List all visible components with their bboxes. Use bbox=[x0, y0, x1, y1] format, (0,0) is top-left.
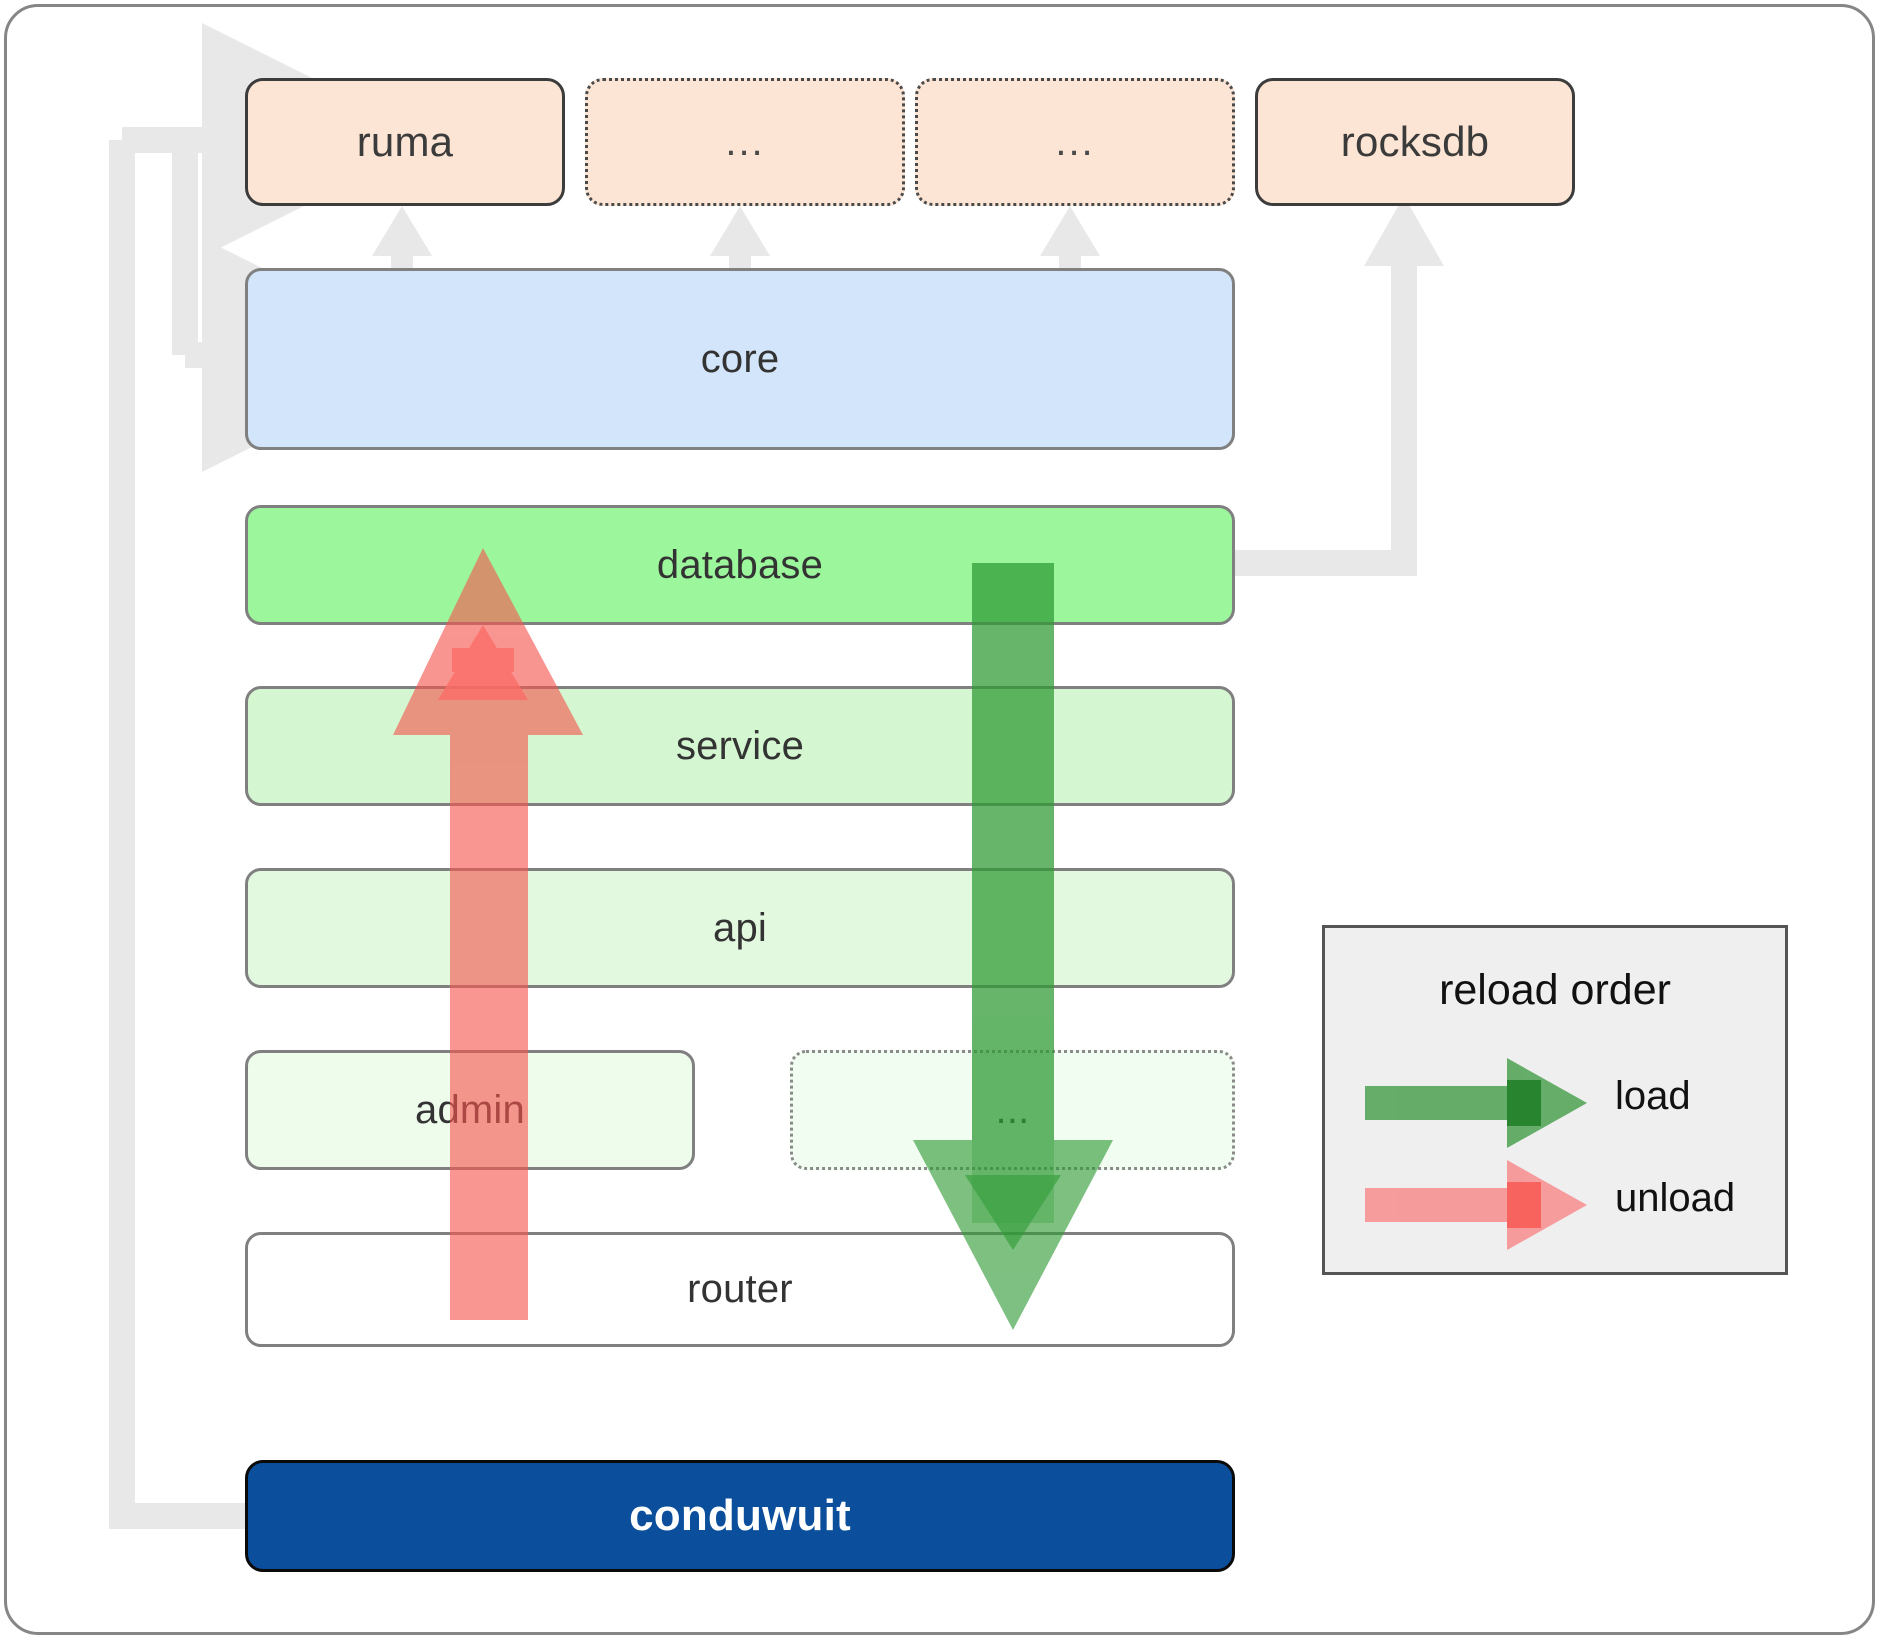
legend-row-load: load bbox=[1365, 1058, 1751, 1148]
legend-unload-label: unload bbox=[1615, 1176, 1736, 1220]
legend-load-label: load bbox=[1615, 1074, 1691, 1118]
legend-load-arrow-icon bbox=[1365, 1058, 1587, 1148]
layer-label-ellipsis: ... bbox=[995, 1087, 1030, 1132]
layer-box-service[interactable]: service bbox=[245, 686, 1235, 806]
dependency-box-ruma[interactable]: ruma bbox=[245, 78, 565, 206]
dependency-box-ellipsis-1[interactable]: ... bbox=[585, 78, 905, 206]
layer-label-api: api bbox=[713, 905, 767, 950]
core-box[interactable]: core bbox=[245, 268, 1235, 450]
layer-box-database[interactable]: database bbox=[245, 505, 1235, 625]
dependency-label-rocksdb: rocksdb bbox=[1340, 118, 1490, 165]
layer-box-api[interactable]: api bbox=[245, 868, 1235, 988]
root-label-conduwuit: conduwuit bbox=[629, 1491, 851, 1540]
dependency-box-ellipsis-2[interactable]: ... bbox=[915, 78, 1235, 206]
layer-label-database: database bbox=[656, 542, 824, 587]
root-box-conduwuit[interactable]: conduwuit bbox=[245, 1460, 1235, 1572]
dependency-box-rocksdb[interactable]: rocksdb bbox=[1255, 78, 1575, 206]
layer-label-admin: admin bbox=[415, 1087, 525, 1132]
layer-box-router[interactable]: router bbox=[245, 1232, 1235, 1347]
layer-label-service: service bbox=[675, 723, 805, 768]
layer-box-ellipsis[interactable]: ... bbox=[790, 1050, 1235, 1170]
dependency-label-ruma: ruma bbox=[356, 118, 454, 165]
legend-unload-arrow-icon bbox=[1365, 1160, 1587, 1250]
dependency-label-ellipsis-1: ... bbox=[725, 119, 765, 164]
connector-database-to-rocksdb bbox=[1232, 196, 1444, 576]
legend-title: reload order bbox=[1439, 966, 1671, 1014]
legend-row-unload: unload bbox=[1365, 1160, 1751, 1250]
connector-conduwuit-to-deps bbox=[109, 23, 436, 1529]
layer-label-router: router bbox=[687, 1267, 793, 1311]
layer-box-admin[interactable]: admin bbox=[245, 1050, 695, 1170]
legend-reload-order: reload order load unload bbox=[1322, 925, 1788, 1275]
core-label: core bbox=[700, 336, 780, 381]
dependency-label-ellipsis-2: ... bbox=[1055, 119, 1095, 164]
